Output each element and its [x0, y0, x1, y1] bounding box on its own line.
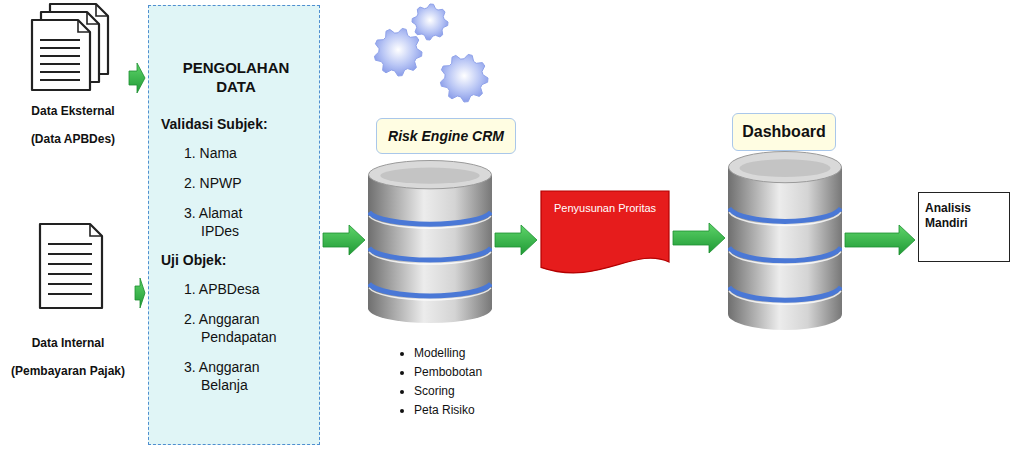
node-text: Penyusunan Proritas — [540, 190, 670, 216]
node-text: (Data APBDes) — [20, 132, 126, 146]
node-text: PENGOLAHAN DATA — [161, 58, 311, 96]
block-arrow — [323, 225, 365, 255]
block-arrow — [673, 223, 725, 253]
gear-shape — [412, 4, 448, 40]
bullet-label: Pembobotan — [414, 363, 482, 382]
node-text: Dashboard — [732, 113, 836, 151]
node-text: 2. Anggaran Pendapatan — [161, 310, 281, 346]
node-text: 3. Anggaran Belanja — [161, 358, 281, 394]
database-cylinder — [368, 160, 492, 323]
block-arrow — [495, 225, 537, 255]
block-arrow — [845, 225, 915, 255]
bullet-label: Peta Risiko — [414, 401, 482, 420]
node-text: 2. NPWP — [161, 174, 281, 192]
node-text: Validasi Subjek: — [161, 116, 311, 132]
bullet-list: ModellingPembobotanScoringPeta Risiko — [396, 344, 482, 420]
node-text: (Pembayaran Pajak) — [4, 364, 132, 378]
data-source: Data Internal (Pembayaran Pajak) — [4, 214, 132, 394]
database-cylinder — [728, 151, 842, 330]
document-shape: Penyusunan Proritas — [540, 190, 670, 280]
node-text: Data Internal — [4, 336, 132, 350]
document-icon — [30, 2, 110, 92]
node-text: Analisis Mandiri — [925, 201, 983, 231]
result-box: Analisis Mandiri — [918, 192, 1010, 262]
node-text: Uji Objek: — [161, 252, 311, 268]
node-text: Risk Engine CRM — [376, 118, 516, 154]
bullet-label: Scoring — [414, 382, 482, 401]
gear-shape — [374, 28, 422, 76]
data-source: Data Eksternal (Data APBDes) — [20, 2, 126, 152]
database-node: Risk Engine CRM — [368, 118, 492, 323]
block-arrow — [135, 278, 145, 308]
bullet-label: Modelling — [414, 344, 482, 363]
block-arrow — [129, 63, 145, 93]
document-icon — [30, 220, 110, 310]
processing-panel: PENGOLAHAN DATA Validasi Subjek: 1. Nama 2.… — [148, 5, 320, 445]
node-text: Data Eksternal — [20, 104, 126, 118]
node-text: 1. APBDesa — [161, 280, 281, 298]
gear-shape — [440, 54, 488, 102]
node-text: 3. Alamat IPDes — [161, 204, 281, 240]
database-node: Dashboard — [728, 113, 842, 330]
node-text: 1. Nama — [161, 144, 281, 162]
